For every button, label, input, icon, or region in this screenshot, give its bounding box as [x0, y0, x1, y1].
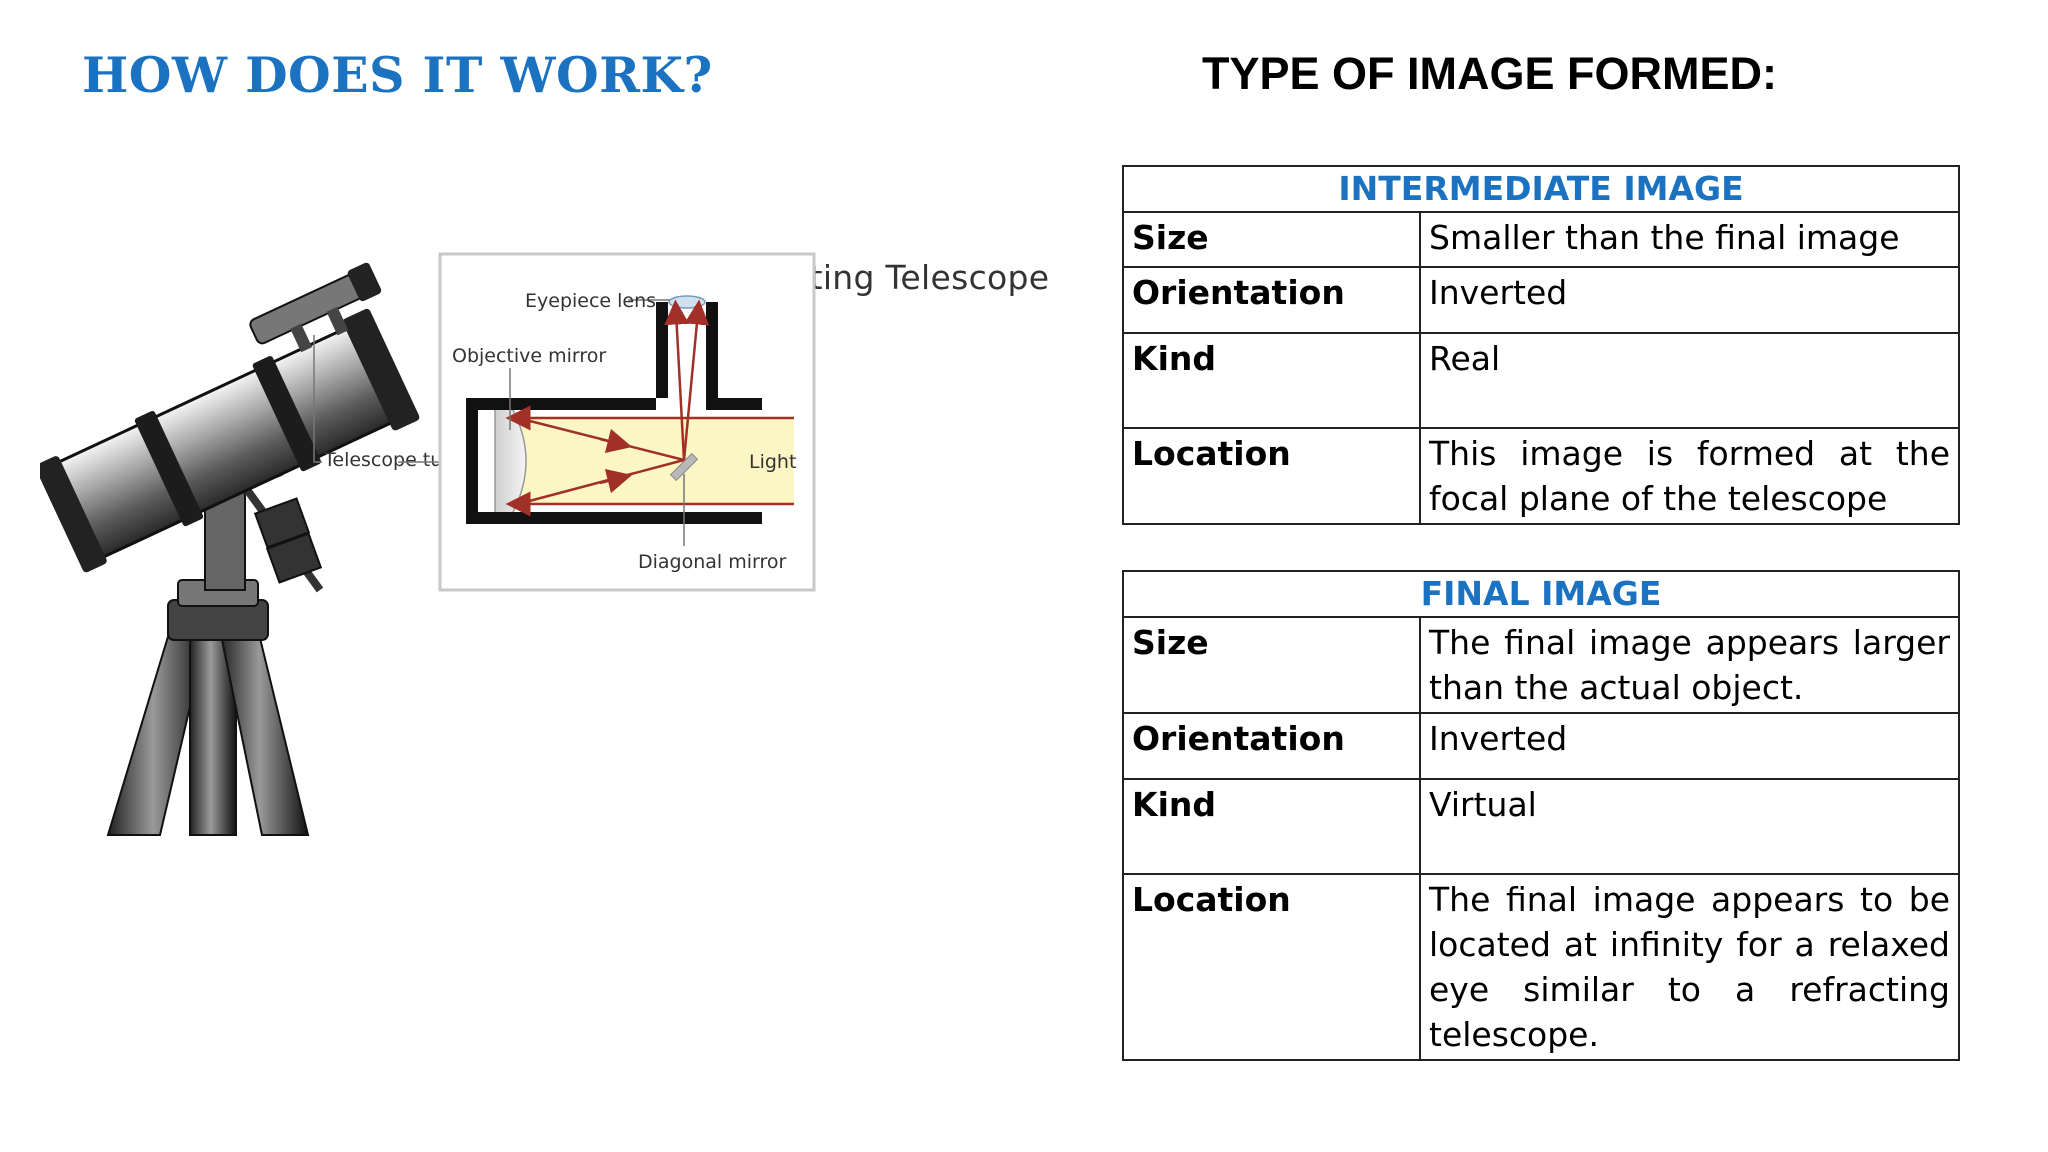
intermediate-table-title: INTERMEDIATE IMAGE — [1122, 165, 1960, 213]
intermediate-image-table: INTERMEDIATE IMAGE Size Smaller than the… — [1122, 165, 1960, 525]
row-label: Size — [1122, 616, 1421, 714]
table-row: Orientation Inverted — [1122, 712, 1960, 780]
section-title: TYPE OF IMAGE FORMED: — [1202, 48, 1778, 99]
table-row: Size Smaller than the final image — [1122, 211, 1960, 268]
table-row: Size The final image appears larger than… — [1122, 616, 1960, 714]
final-image-table: FINAL IMAGE Size The final image appears… — [1122, 570, 1960, 1061]
row-label: Location — [1122, 873, 1421, 1061]
row-value: Inverted — [1419, 266, 1960, 334]
row-label: Orientation — [1122, 712, 1421, 780]
row-label: Kind — [1122, 778, 1421, 875]
row-value: Inverted — [1419, 712, 1960, 780]
table-row: Location The final image appears to be l… — [1122, 873, 1960, 1061]
telescope-diagram: Telescope tube Eyepiece lens Objective m… — [40, 252, 816, 836]
label-eyepiece-lens: Eyepiece lens — [525, 290, 656, 312]
row-label: Kind — [1122, 332, 1421, 429]
label-diagonal-mirror: Diagonal mirror — [638, 551, 787, 573]
table-row: Kind Real — [1122, 332, 1960, 429]
label-objective-mirror: Objective mirror — [452, 345, 606, 367]
final-table-title: FINAL IMAGE — [1122, 570, 1960, 618]
page-title: HOW DOES IT WORK? — [82, 46, 713, 104]
row-value: This image is formed at the focal plane … — [1419, 427, 1960, 525]
cross-section — [438, 252, 816, 592]
row-label: Size — [1122, 211, 1421, 268]
telescope-illustration — [40, 262, 420, 836]
label-telescope-tube: Telescope tube — [323, 449, 466, 471]
row-value: Smaller than the final image — [1419, 211, 1960, 268]
table-row: Location This image is formed at the foc… — [1122, 427, 1960, 525]
table-row: Kind Virtual — [1122, 778, 1960, 875]
row-value: Real — [1419, 332, 1960, 429]
table-row: Orientation Inverted — [1122, 266, 1960, 334]
label-light: Light — [749, 451, 796, 473]
row-label: Location — [1122, 427, 1421, 525]
row-value: The final image appears to be located at… — [1419, 873, 1960, 1061]
row-value: The final image appears larger than the … — [1419, 616, 1960, 714]
row-value: Virtual — [1419, 778, 1960, 875]
row-label: Orientation — [1122, 266, 1421, 334]
